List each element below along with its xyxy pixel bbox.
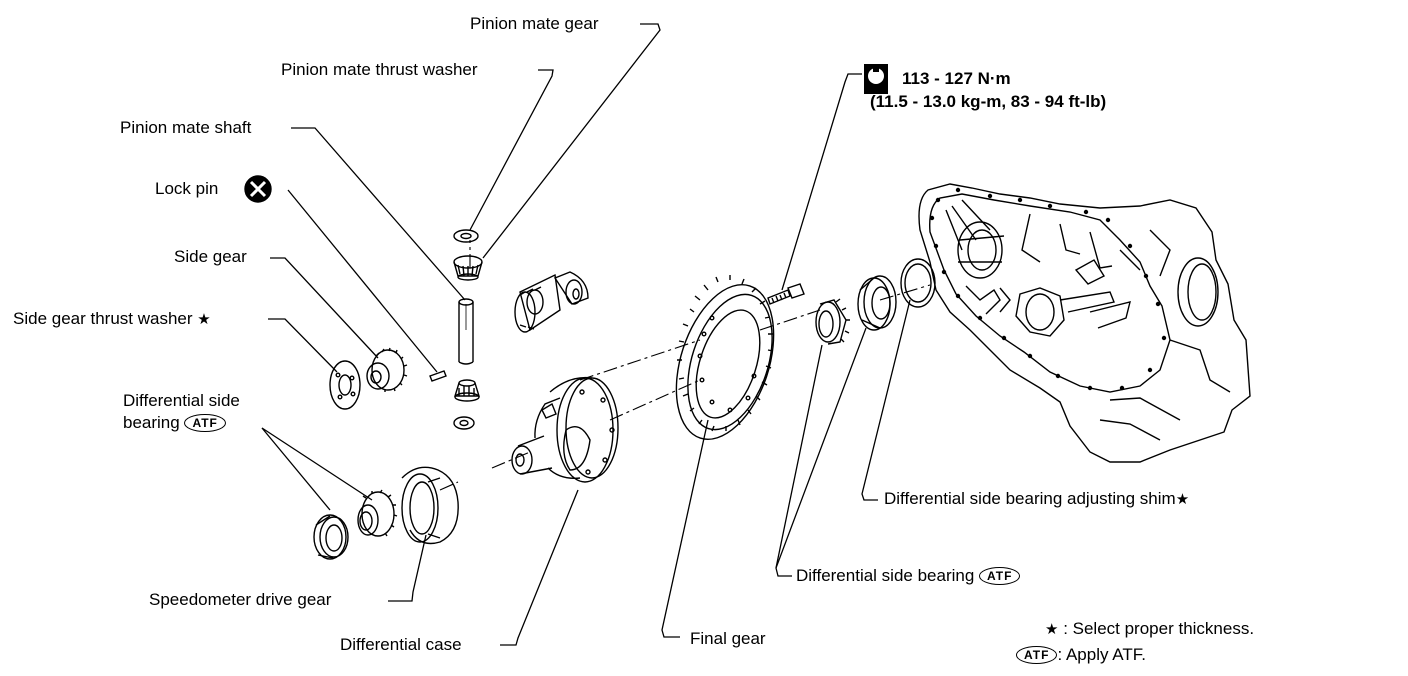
pinion-mate-thrust-washer-bottom-part: [453, 416, 475, 430]
pinion-mate-gear-part: [453, 255, 483, 281]
legend-atf-text: : Apply ATF.: [1057, 645, 1146, 664]
atf-badge: ATF: [1016, 646, 1058, 664]
leader-lines: [261, 23, 911, 646]
label-text: Side gear thrust washer: [13, 309, 193, 328]
label-lock-pin: Lock pin: [155, 179, 219, 198]
lock-pin-part: [429, 370, 447, 382]
label-pinion-mate-gear: Pinion mate gear: [470, 14, 599, 33]
label-text: bearing: [123, 413, 180, 432]
legend-star: ★ : Select proper thickness.: [1045, 619, 1254, 640]
center-axis: [439, 240, 931, 491]
differential-side-bearing-left-inner: [357, 489, 398, 537]
side-gear-right-part: [514, 273, 561, 333]
legend-atf: ATF: Apply ATF.: [1016, 645, 1146, 665]
adjusting-shim-part: [900, 258, 936, 308]
label-final-gear: Final gear: [690, 629, 766, 648]
atf-badge: ATF: [184, 414, 226, 432]
speedometer-drive-gear-part: [401, 466, 459, 545]
label-differential-side-bearing-right: Differential side bearing ATF: [796, 566, 1021, 586]
differential-side-bearing-left-outer: [313, 514, 349, 560]
torque-spec-line1: 113 - 127 N·m: [902, 69, 1011, 88]
label-speedometer-drive-gear: Speedometer drive gear: [149, 590, 332, 609]
label-differential-case: Differential case: [340, 635, 462, 654]
label-pinion-mate-thrust-washer: Pinion mate thrust washer: [281, 60, 478, 79]
torque-spec-line2: (11.5 - 13.0 kg-m, 83 - 94 ft-lb): [870, 92, 1107, 111]
torque-wrench-icon: [864, 64, 888, 94]
label-side-gear: Side gear: [174, 247, 247, 266]
side-gear-part: [366, 347, 408, 392]
lock-pin-replace-icon: [244, 175, 272, 203]
atf-badge: ATF: [979, 567, 1021, 585]
legend-star-text: : Select proper thickness.: [1063, 619, 1255, 638]
label-differential-side-bearing-left-1: Differential side: [123, 391, 240, 410]
transaxle-case-part: [918, 183, 1251, 463]
pinion-mate-gear-bottom-part: [454, 379, 480, 402]
star-icon: ★: [1175, 491, 1190, 508]
star-icon: ★: [197, 311, 211, 328]
label-text: Differential side bearing adjusting shim: [884, 489, 1176, 508]
side-gear-thrust-washer-right-part: [553, 271, 589, 305]
differential-side-bearing-right-inner: [815, 298, 850, 345]
side-gear-thrust-washer-part: [329, 360, 361, 410]
pinion-mate-thrust-washer-part: [453, 229, 479, 243]
label-adjusting-shim: Differential side bearing adjusting shim…: [884, 489, 1189, 510]
torque-bolt-part: [767, 283, 805, 305]
differential-side-bearing-right-outer: [857, 275, 897, 331]
label-side-gear-thrust-washer: Side gear thrust washer ★: [13, 309, 211, 330]
differential-case-part: [511, 376, 619, 483]
label-pinion-mate-shaft: Pinion mate shaft: [120, 118, 252, 137]
final-gear-part: [675, 275, 775, 440]
label-differential-side-bearing-left-2: bearing ATF: [123, 413, 226, 433]
pinion-mate-shaft-part: [458, 298, 474, 365]
star-icon: ★: [1045, 621, 1059, 638]
label-text: Differential side bearing: [796, 566, 975, 585]
